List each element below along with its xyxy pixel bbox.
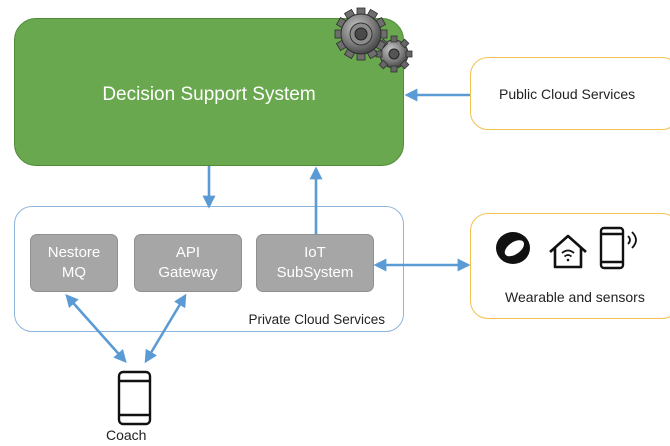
decision-support-system-box: Decision Support System bbox=[14, 18, 404, 166]
iot-subsystem-line1: IoT bbox=[304, 244, 326, 261]
api-gateway-box: API Gateway bbox=[134, 234, 242, 292]
nestore-mq-line2: MQ bbox=[61, 264, 87, 281]
public-cloud-services-box: Public Cloud Services bbox=[470, 57, 670, 130]
wearables-label: Wearable and sensors bbox=[505, 289, 645, 305]
nestore-mq-box: Nestore MQ bbox=[30, 234, 118, 292]
dss-label: Decision Support System bbox=[102, 84, 316, 105]
nestore-mq-line1: Nestore bbox=[47, 244, 101, 261]
iot-subsystem-line2: SubSystem bbox=[276, 264, 354, 281]
api-gateway-line1: API bbox=[175, 244, 201, 261]
wearables-box: Wearable and sensors bbox=[470, 213, 670, 319]
smartphone-icon bbox=[117, 370, 152, 426]
api-gateway-line2: Gateway bbox=[158, 264, 218, 281]
private-cloud-label: Private Cloud Services bbox=[248, 312, 385, 327]
coach-label: Coach bbox=[106, 427, 147, 443]
public-cloud-label: Public Cloud Services bbox=[499, 86, 636, 102]
iot-subsystem-box: IoT SubSystem bbox=[256, 234, 374, 292]
